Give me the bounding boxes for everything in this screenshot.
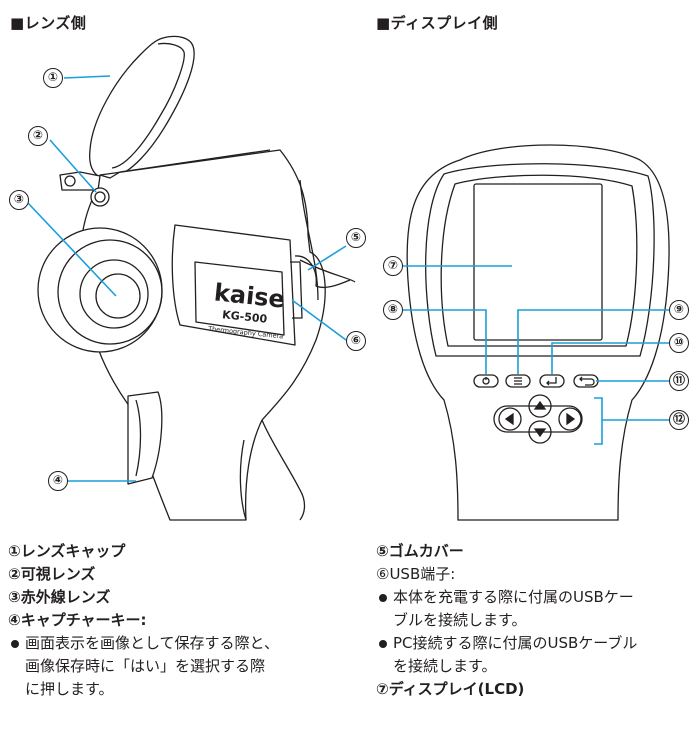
list-item-1: ①レンズキャップ: [8, 542, 126, 560]
callout-12: ⑫: [669, 410, 689, 430]
list-item-4: ④キャプチャーキー:: [8, 611, 147, 629]
callout-2: ②: [28, 126, 48, 146]
lcd-screen: [473, 183, 603, 341]
enter-button: [539, 374, 565, 388]
list-item-3: ③赤外線レンズ: [8, 588, 111, 606]
note-usb-charge: 本体を充電する際に付属のUSBケー ブルを接続します。: [376, 586, 696, 632]
list-item-6: ⑥USB端子:: [376, 565, 456, 583]
list-item-2: ②可視レンズ: [8, 565, 96, 583]
callout-3: ③: [9, 190, 29, 210]
callout-9: ⑨: [669, 300, 689, 320]
callout-8: ⑧: [383, 300, 403, 320]
note-usb-pc: PC接続する際に付属のUSBケーブル を接続します。: [376, 632, 696, 678]
callout-4: ④: [48, 471, 68, 491]
ir-lens: [37, 227, 163, 353]
callout-10: ⑩: [669, 333, 689, 353]
callout-11: ⑪: [669, 371, 689, 391]
right-description-list: ⑤ゴムカバー ⑥USB端子: 本体を充電する際に付属のUSBケー ブルを接続しま…: [376, 540, 696, 701]
list-item-5: ⑤ゴムカバー: [376, 542, 464, 560]
power-button: [473, 374, 499, 388]
display-side-camera: [406, 144, 670, 521]
list-item-7: ⑦ディスプレイ(LCD): [376, 680, 525, 698]
callout-5: ⑤: [346, 228, 366, 248]
leader-lines: [27, 75, 669, 482]
heading-display-side: ■ディスプレイ側: [376, 14, 499, 32]
callout-7: ⑦: [383, 256, 403, 276]
lens-side-camera: [37, 35, 356, 521]
left-description-list: ①レンズキャップ ②可視レンズ ③赤外線レンズ ④キャプチャーキー: 画面表示を…: [8, 540, 348, 701]
menu-button: [505, 374, 531, 388]
note-capture-key: 画面表示を画像として保存する際と、 画像保存時に「はい」を選択する際 に押します…: [8, 632, 348, 701]
model-label: KG-500: [222, 308, 269, 326]
heading-lens-side: ■レンズ側: [10, 14, 87, 32]
callout-1: ①: [43, 68, 63, 88]
callout-6: ⑥: [346, 331, 366, 351]
